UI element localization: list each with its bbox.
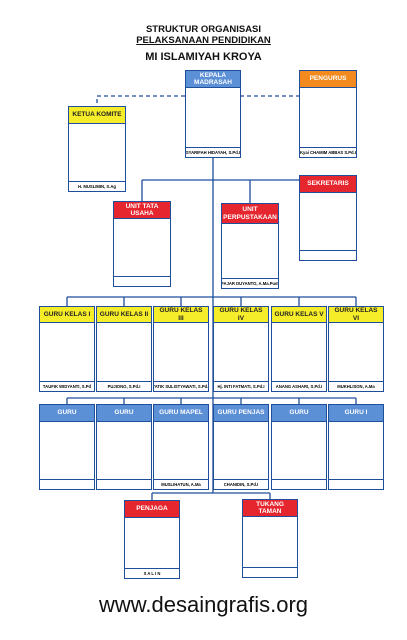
ketua-komite-name: H. MUSLIMIN, S.Ag [69,181,125,191]
kepala-madrasah-name: SYARIFAH HIDAYAH, S.Pd.I [186,147,240,157]
tukang-taman-name [243,567,297,577]
bottom-branch-line [151,492,271,500]
guru-kelas-box: GURU KELAS III TATIK SULISTYAWATI, S.Pd.… [153,306,209,392]
guru-mapel-name: MUSLIHATUN, A.Ma [154,479,208,489]
guru-kelas-title: GURU KELAS V [272,307,326,323]
pengurus-title: PENGURUS [300,71,356,88]
guru-kelas-name: MUKHLISON, A.Ma [329,381,383,391]
guru-mapel-title: GURU MAPEL [154,405,208,422]
website-url: www.desaingrafis.org [98,592,309,617]
guru-kelas-title: GURU KELAS II [97,307,151,323]
penjaga-box: PENJAGA S A L I N [124,500,180,579]
guru-title: GURU [97,405,151,422]
guru-name [272,479,326,489]
sekretaris-title: SEKRETARIS [300,176,356,193]
guru-kelas-box: GURU KELAS II PUJIONO, S.Pd.I [96,306,152,392]
guru-kelas-box: GURU KELAS IV Hj. INTI FATMATI, S.Pd.I [213,306,269,392]
chart-title-line2: PELAKSANAAN PENDIDIKAN [136,35,271,46]
unit-perpustakaan-name: FAJAR DUYANTO, A.Ma.Pust [222,278,278,288]
guru-kelas-name: TAUFIK WIDYANTI, S.Pd [40,381,94,391]
guru-box: GURU [96,404,152,490]
guru-kelas-box: GURU KELAS I TAUFIK WIDYANTI, S.Pd [39,306,95,392]
guru-kelas-title: GURU KELAS IV [214,307,268,323]
penjaga-title: PENJAGA [125,501,179,518]
kepala-madrasah-box: KEPALA MADRASAH SYARIFAH HIDAYAH, S.Pd.I [185,70,241,158]
guru-name [97,479,151,489]
sekretaris-name [300,250,356,260]
guru-kelas-box: GURU KELAS VI MUKHLISON, A.Ma [328,306,384,392]
guru-kelas-name: ANANG ASHARI, S.Pd.I [272,381,326,391]
ketua-komite-box: KETUA KOMITE H. MUSLIMIN, S.Ag [68,106,126,192]
guru-name [329,479,383,489]
guru-penjas-title: GURU PENJAS [214,405,268,422]
guru-kelas-box: GURU KELAS V ANANG ASHARI, S.Pd.I [271,306,327,392]
guru-kelas-name: PUJIONO, S.Pd.I [97,381,151,391]
middle-branch-line [141,175,329,203]
guru-kelas-title: GURU KELAS I [40,307,94,323]
guru-box: GURU [39,404,95,490]
guru-box: GURU [271,404,327,490]
chart-title-line1: STRUKTUR ORGANISASI [145,24,262,35]
tukang-taman-title: TUKANG TAMAN [243,500,297,517]
komite-dashed-link [96,95,185,106]
chart-title-school: MI ISLAMIYAH KROYA [145,51,262,63]
ketua-komite-title: KETUA KOMITE [69,107,125,124]
unit-perpustakaan-title: UNIT PERPUSTAKAAN [222,204,278,224]
guru-name [40,479,94,489]
guru-title: GURU I [329,405,383,422]
guru-kelas-title: GURU KELAS III [154,307,208,323]
guru-penjas-name: CHANIDIN, S.Pd.I [214,479,268,489]
kepala-madrasah-title: KEPALA MADRASAH [186,71,240,88]
pengurus-box: PENGURUS Kyai CHAMIM ABBAS S.Pd.I [299,70,357,158]
guru-drop-lines [66,398,357,404]
sekretaris-box: SEKRETARIS [299,175,357,261]
penjaga-name: S A L I N [125,568,179,578]
guru-mapel-box: GURU MAPEL MUSLIHATUN, A.Ma [153,404,209,490]
guru-title: GURU [40,405,94,422]
guru-box: GURU I [328,404,384,490]
unit-perpustakaan-box: UNIT PERPUSTAKAAN FAJAR DUYANTO, A.Ma.Pu… [221,203,279,289]
guru-kelas-name: Hj. INTI FATMATI, S.Pd.I [214,381,268,391]
guru-title: GURU [272,405,326,422]
unit-tata-usaha-name [114,276,170,286]
guru-kelas-name: TATIK SULISTYAWATI, S.Pd.I [154,381,208,391]
pengurus-name: Kyai CHAMIM ABBAS S.Pd.I [300,147,356,157]
guru-kelas-title: GURU KELAS VI [329,307,383,323]
unit-tata-usaha-title: UNIT TATA USAHA [114,202,170,219]
tukang-taman-box: TUKANG TAMAN [242,499,298,578]
unit-tata-usaha-box: UNIT TATA USAHA [113,201,171,287]
guru-penjas-box: GURU PENJAS CHANIDIN, S.Pd.I [213,404,269,490]
kelas-drop-lines [66,297,357,306]
